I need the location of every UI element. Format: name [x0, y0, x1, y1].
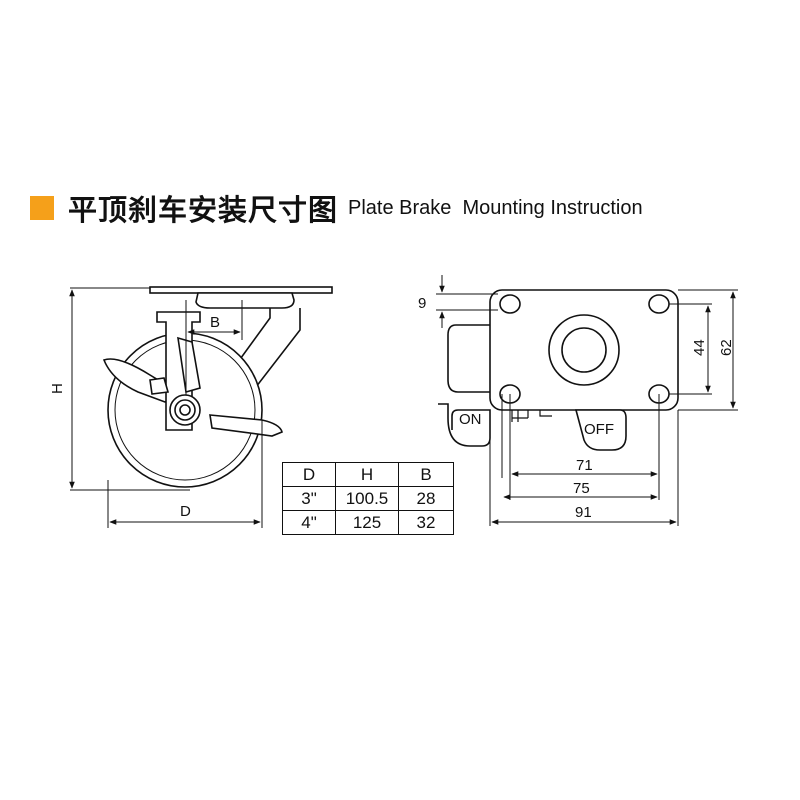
accent-square-icon — [30, 196, 54, 220]
table-cell: 32 — [398, 510, 454, 535]
table-header-h: H — [335, 462, 399, 487]
table-cell: 100.5 — [335, 486, 399, 511]
table-header-d: D — [282, 462, 336, 487]
table-row: 3" 100.5 28 — [282, 486, 454, 511]
brake-pedal-side — [447, 324, 490, 393]
label-off: OFF — [584, 421, 614, 438]
side-view-dimensions — [69, 287, 263, 528]
dim-62: 62 — [718, 339, 735, 356]
caster-top-view — [438, 289, 679, 451]
table-header-b: B — [398, 462, 454, 487]
caster-side-view — [102, 286, 333, 488]
brake-pedal-off — [574, 409, 627, 451]
label-h: H — [49, 383, 66, 394]
header: 平顶刹车安装尺寸图 Plate Brake Mounting Instructi… — [30, 188, 643, 228]
label-b: B — [210, 314, 220, 331]
dim-9: 9 — [418, 295, 426, 312]
title-english: Plate Brake Mounting Instruction — [348, 196, 643, 219]
top-plate — [149, 286, 333, 294]
top-view-dimensions — [436, 275, 738, 526]
table-cell: 4" — [282, 510, 336, 535]
table-cell: 3" — [282, 486, 336, 511]
dim-91: 91 — [575, 504, 592, 521]
dim-75: 75 — [573, 480, 590, 497]
table-header-row: D H B — [282, 462, 454, 487]
swivel-bearing — [195, 292, 295, 309]
label-on: ON — [459, 411, 482, 428]
brake-pedal-on — [438, 403, 491, 447]
table-cell: 28 — [398, 486, 454, 511]
bolt-hole — [648, 294, 670, 314]
label-d: D — [180, 503, 191, 520]
dim-71: 71 — [576, 457, 593, 474]
bolt-hole — [499, 294, 521, 314]
spec-table: D H B 3" 100.5 28 4" 125 32 — [282, 462, 454, 535]
swivel-ring — [548, 314, 620, 386]
title-chinese: 平顶刹车安装尺寸图 — [68, 193, 339, 227]
table-row: 4" 125 32 — [282, 510, 454, 535]
dim-44: 44 — [691, 339, 708, 356]
table-cell: 125 — [335, 510, 399, 535]
